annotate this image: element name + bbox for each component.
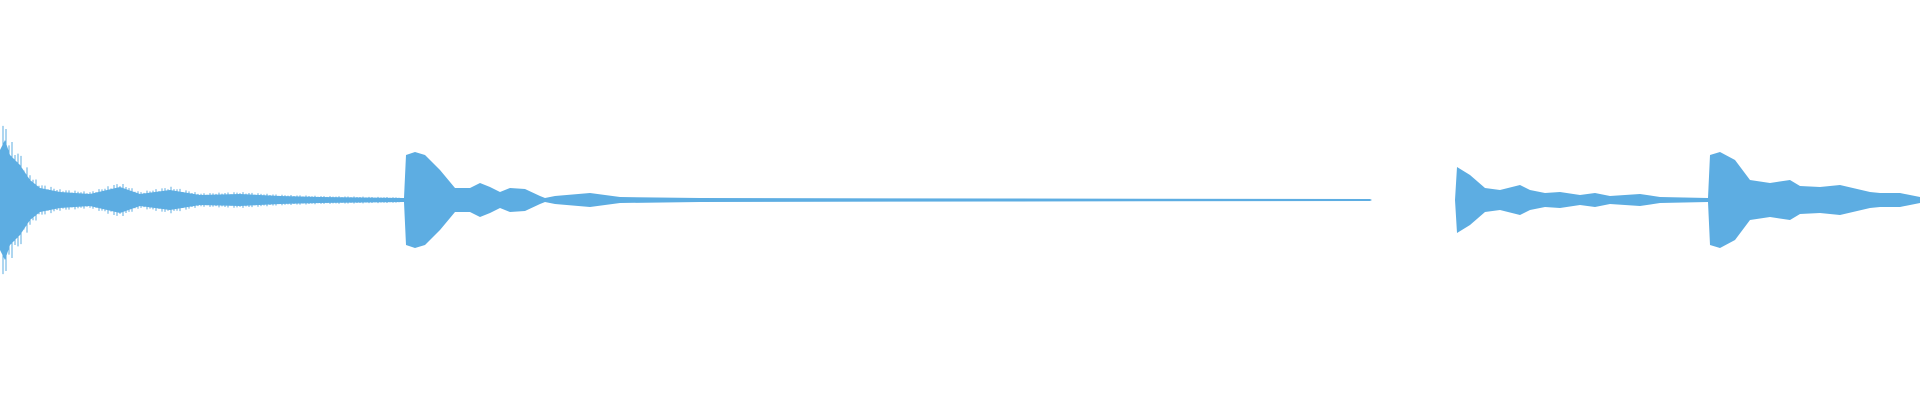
waveform-envelope [0, 140, 1920, 260]
waveform-transients [0, 125, 400, 275]
